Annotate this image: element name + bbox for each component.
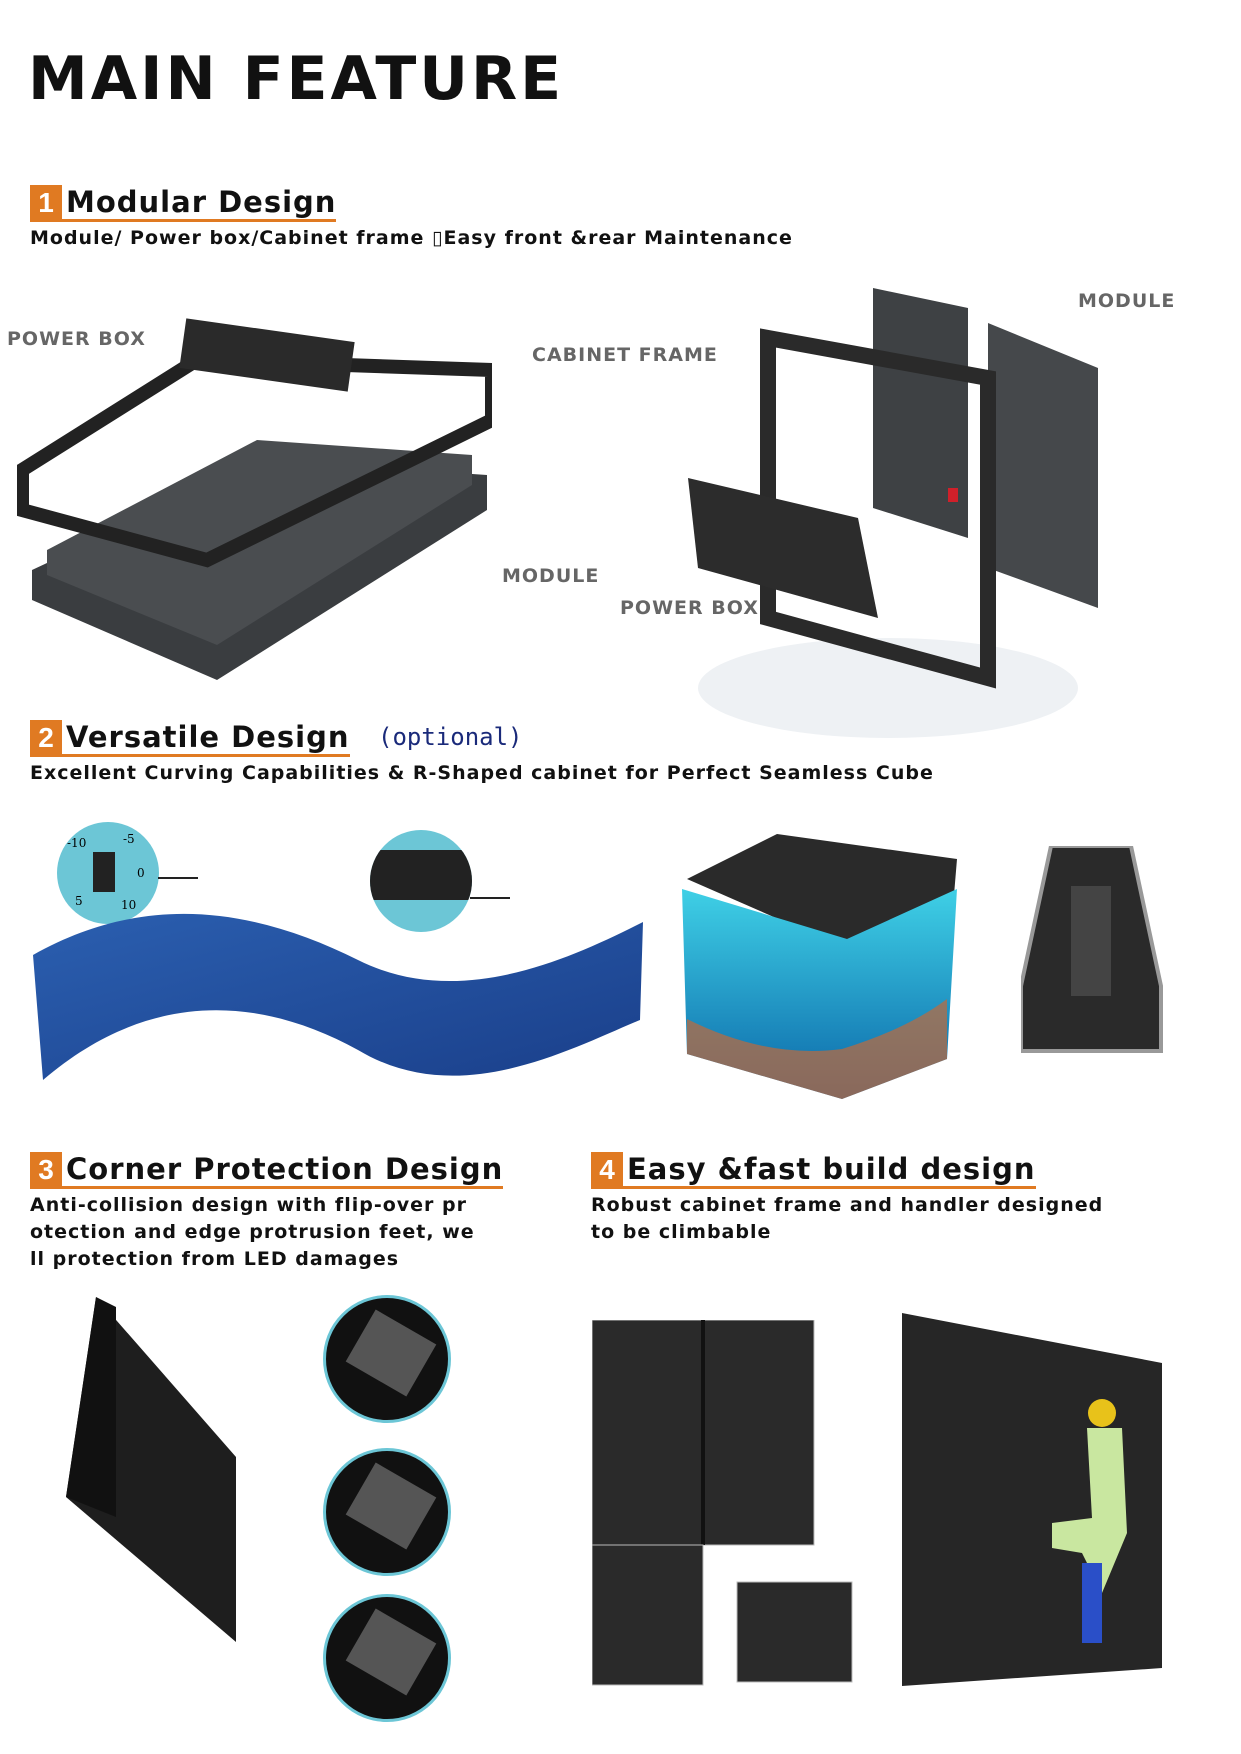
dial-label: -10 xyxy=(67,836,87,850)
modular-exploded-image-left xyxy=(17,318,492,680)
description-line: otection and edge protrusion feet, we xyxy=(30,1221,475,1243)
section-number: 3 xyxy=(30,1152,62,1186)
section-4-heading: 4 Easy &fast build design xyxy=(591,1152,1036,1189)
label-module: MODULE xyxy=(502,565,600,587)
section-title: Corner Protection Design xyxy=(66,1152,504,1186)
corner-detail-circle xyxy=(323,1295,451,1423)
label-power-box: POWER BOX xyxy=(620,597,759,619)
label-module: MODULE xyxy=(1078,290,1176,312)
section-number: 1 xyxy=(30,185,62,219)
curved-screen-image xyxy=(33,913,643,1080)
section-title: Versatile Design xyxy=(66,720,350,754)
section-number: 4 xyxy=(591,1152,623,1186)
curve-angle-dial: -10 -5 0 5 10 xyxy=(57,822,159,924)
climbing-wall-image xyxy=(902,1313,1162,1686)
r-shape-detail-circle xyxy=(370,830,472,932)
optional-note: (optional) xyxy=(378,723,523,751)
label-cabinet-frame: CABINET FRAME xyxy=(532,344,718,366)
page-title: MAIN FEATURE xyxy=(28,44,565,114)
description-line: Robust cabinet frame and handler designe… xyxy=(591,1194,1104,1216)
section-3-description: Anti-collision design with flip-over pr … xyxy=(30,1192,475,1273)
section-4-description: Robust cabinet frame and handler designe… xyxy=(591,1192,1103,1246)
section-2-heading: 2 Versatile Design xyxy=(30,720,350,757)
callout-line xyxy=(470,897,510,899)
description-line: to be climbable xyxy=(591,1221,772,1243)
callout-line xyxy=(158,877,198,879)
section-1-description: Module/ Power box/Cabinet frame ▯Easy fr… xyxy=(30,227,793,249)
cabinet-grid-image xyxy=(592,1320,853,1686)
section-number: 2 xyxy=(30,720,62,754)
r-shaped-cabinet-image xyxy=(1021,846,1163,1053)
dial-label: 0 xyxy=(137,866,145,880)
corner-detail-circle xyxy=(323,1448,451,1576)
section-1-heading: 1 Modular Design xyxy=(30,185,337,222)
dial-label: 5 xyxy=(75,894,83,908)
section-title: Modular Design xyxy=(66,185,337,219)
led-panel-side-image xyxy=(66,1297,236,1642)
section-title: Easy &fast build design xyxy=(627,1152,1036,1186)
label-power-box: POWER BOX xyxy=(7,328,146,350)
section-2-description: Excellent Curving Capabilities & R-Shape… xyxy=(30,762,934,784)
corner-detail-circle xyxy=(323,1594,451,1722)
dial-label: -5 xyxy=(123,832,135,846)
modular-exploded-image-right xyxy=(688,288,1098,738)
seamless-cube-image xyxy=(682,834,957,1099)
dial-label: 10 xyxy=(121,898,137,912)
section-3-heading: 3 Corner Protection Design xyxy=(30,1152,504,1189)
description-line: Anti-collision design with flip-over pr xyxy=(30,1194,467,1216)
description-line: ll protection from LED damages xyxy=(30,1248,400,1270)
